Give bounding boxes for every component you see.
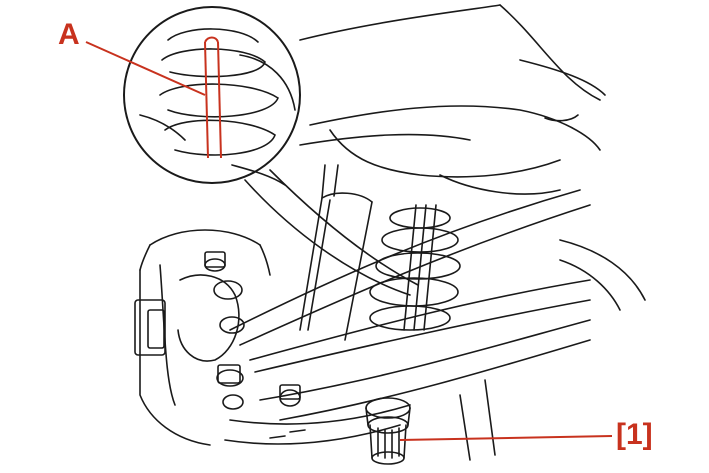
callout-a-leader	[85, 41, 206, 96]
magnifier-connector	[269, 169, 419, 286]
highlight-marker	[204, 36, 222, 159]
body-structure	[299, 4, 646, 461]
detail-magnifier	[123, 6, 301, 186]
coil-spring	[369, 204, 461, 331]
magnifier-connector	[244, 179, 411, 296]
wheel-hub	[134, 229, 301, 446]
lower-bolt	[365, 397, 411, 465]
callout-1-label: [1]	[616, 418, 653, 451]
callout-1-leader	[399, 435, 613, 441]
callout-a-label: A	[58, 18, 80, 51]
